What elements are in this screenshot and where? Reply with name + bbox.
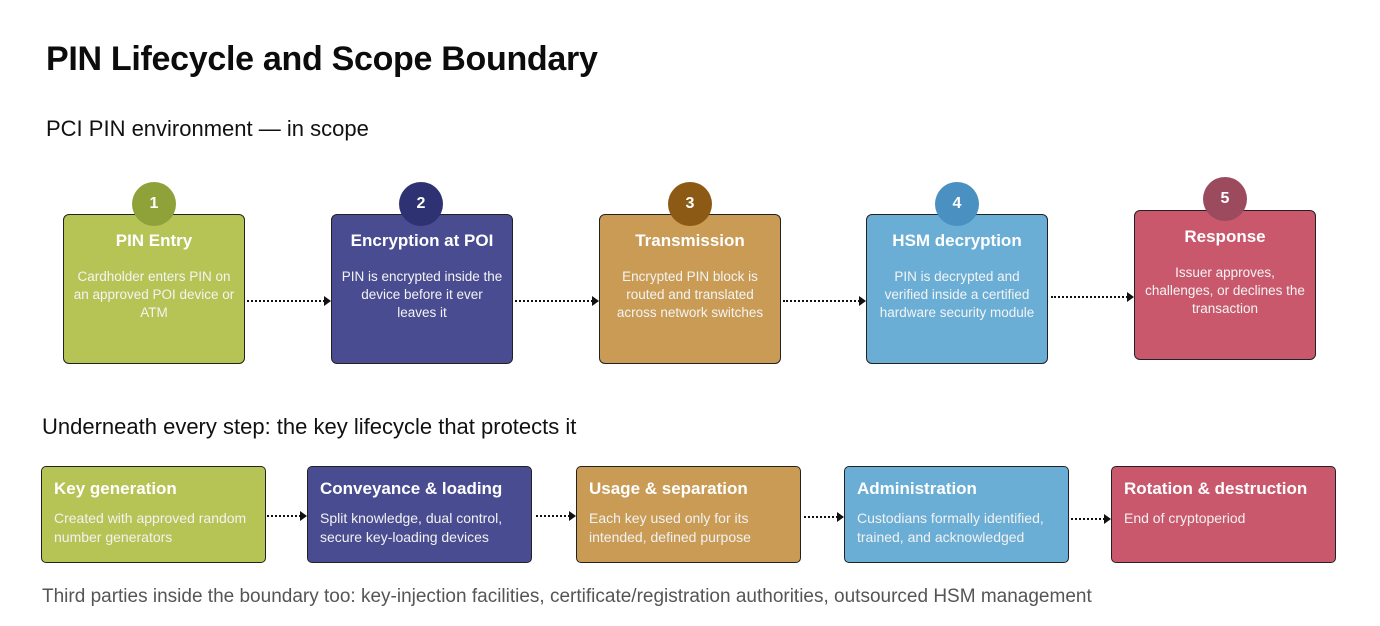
key-stage-description: Each key used only for its intended, def…	[589, 510, 751, 545]
step-description: PIN is encrypted inside the device befor…	[341, 269, 503, 320]
step-title: Response	[1184, 227, 1266, 246]
step-pin-entry: PIN Entry Cardholder enters PIN on an ap…	[63, 214, 245, 364]
key-stage-description: Split knowledge, dual control, secure ke…	[320, 510, 503, 545]
flow-arrow-icon	[804, 512, 844, 522]
step-number-badge: 5	[1203, 177, 1247, 221]
key-stage-description: End of cryptoperiod	[1124, 510, 1246, 526]
key-rotation-destruction-box: Rotation & destruction End of cryptoperi…	[1111, 466, 1336, 563]
step-number-badge: 3	[668, 182, 712, 226]
step-title: HSM decryption	[892, 231, 1022, 250]
flow-arrow-icon	[1071, 514, 1111, 524]
step-description: Issuer approves, challenges, or declines…	[1145, 265, 1305, 316]
page-title: PIN Lifecycle and Scope Boundary	[46, 40, 598, 78]
key-stage-title: Rotation & destruction	[1124, 479, 1308, 498]
flow-arrow-icon	[536, 511, 576, 521]
step-number-badge: 1	[132, 182, 176, 226]
step-description: Encrypted PIN block is routed and transl…	[616, 269, 764, 320]
step-number-badge: 2	[399, 182, 443, 226]
step-hsm-decryption: HSM decryption PIN is decrypted and veri…	[866, 214, 1048, 364]
flow-arrow-icon	[1051, 292, 1134, 302]
flow-arrow-icon	[247, 296, 331, 306]
step-response: Response Issuer approves, challenges, or…	[1134, 210, 1316, 360]
step-description: PIN is decrypted and verified inside a c…	[879, 269, 1035, 320]
key-stage-title: Usage & separation	[589, 479, 748, 498]
key-lifecycle-heading: Underneath every step: the key lifecycle…	[42, 414, 577, 439]
third-parties-footnote: Third parties inside the boundary too: k…	[42, 586, 1092, 607]
key-generation-box: Key generation Created with approved ran…	[41, 466, 266, 563]
step-title: PIN Entry	[115, 231, 193, 250]
key-conveyance-loading-box: Conveyance & loading Split knowledge, du…	[307, 466, 532, 563]
step-encryption-at-poi: Encryption at POI PIN is encrypted insid…	[331, 214, 513, 364]
key-usage-separation-box: Usage & separation Each key used only fo…	[576, 466, 801, 563]
key-stage-description: Created with approved random number gene…	[54, 510, 247, 545]
key-stage-title: Administration	[857, 479, 977, 498]
flow-arrow-icon	[267, 511, 307, 521]
step-description: Cardholder enters PIN on an approved POI…	[73, 269, 235, 320]
key-administration-box: Administration Custodians formally ident…	[844, 466, 1069, 563]
step-title: Transmission	[635, 231, 745, 250]
key-stage-title: Key generation	[54, 479, 177, 498]
step-title: Encryption at POI	[350, 231, 494, 250]
key-stage-description: Custodians formally identified, trained,…	[857, 510, 1044, 545]
flow-arrow-icon	[515, 296, 599, 306]
step-transmission: Transmission Encrypted PIN block is rout…	[599, 214, 781, 364]
flow-arrow-icon	[783, 296, 866, 306]
step-number-badge: 4	[935, 182, 979, 226]
key-stage-title: Conveyance & loading	[320, 479, 503, 498]
scope-heading: PCI PIN environment — in scope	[46, 116, 369, 141]
